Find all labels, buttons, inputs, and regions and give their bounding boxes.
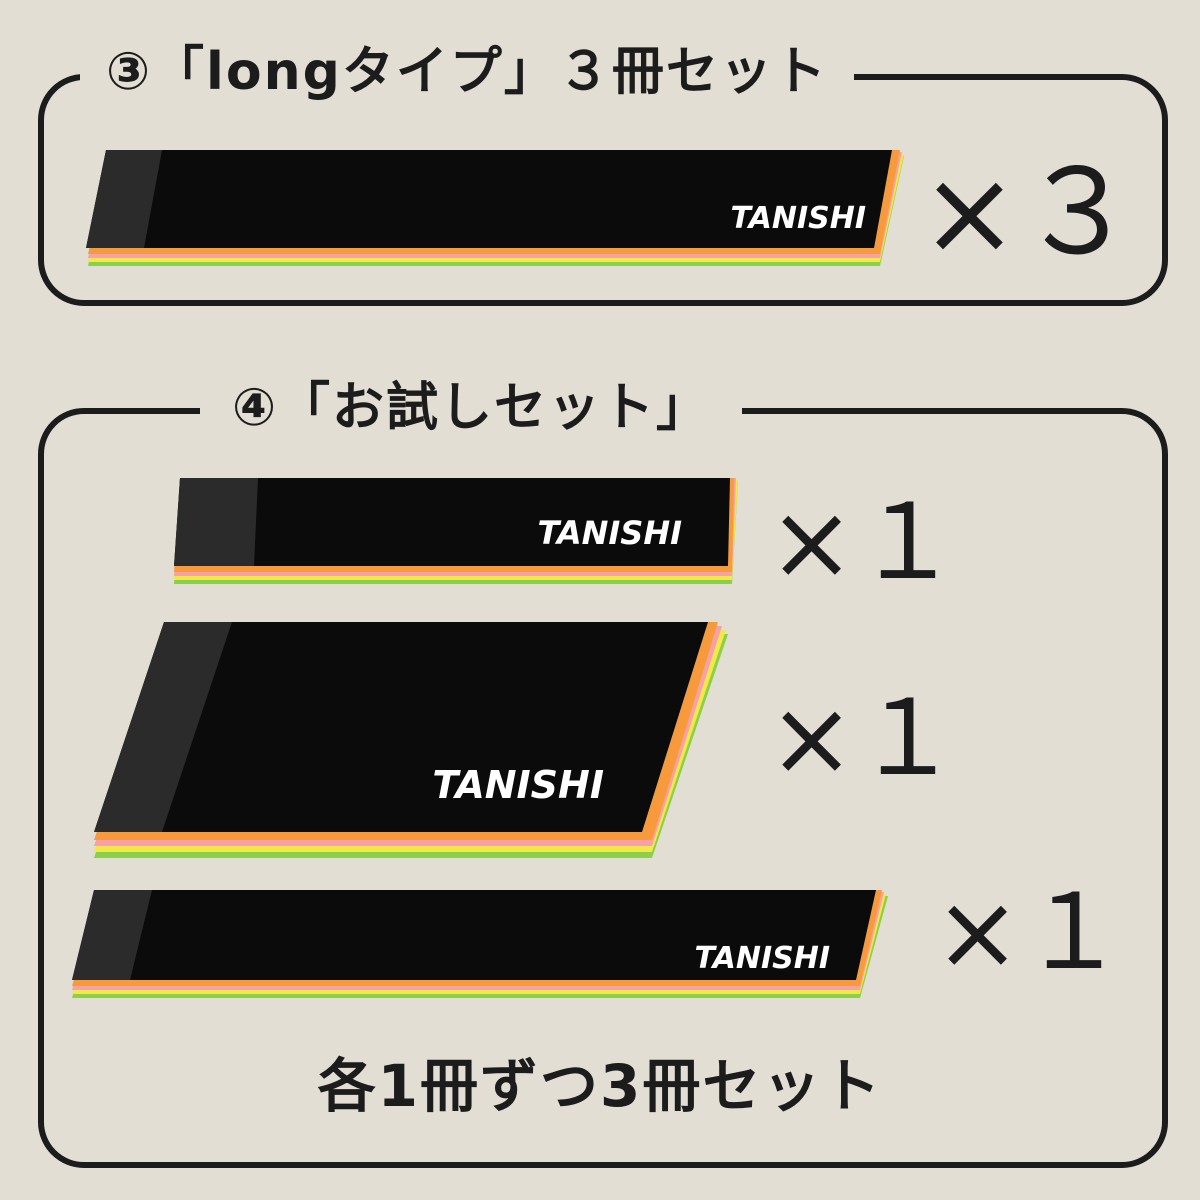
trial-set-note: 各1冊ずつ3冊セット [317,1052,883,1120]
trial-item-1-multiplier: ×１ [768,481,960,603]
trial-pad-small-brand: TANISHI [537,514,682,552]
long-set-multiplier: ×３ [920,143,1137,281]
trial-pad-wide-brand: TANISHI [432,763,604,807]
long-pad-brand: TANISHI [731,201,867,236]
trial-pad-long: TANISHI [70,890,890,1002]
trial-item-2-multiplier: ×１ [768,677,960,799]
long-set-title: ③「longタイプ」３冊セット [80,38,854,106]
trial-pad-wide: TANISHI [92,622,732,862]
trial-set-title: ④「お試しセット」 [200,374,743,442]
trial-pad-small: TANISHI [172,478,742,588]
trial-item-3-multiplier: ×１ [934,871,1126,993]
long-pad-image: TANISHI [84,150,904,272]
trial-pad-long-brand: TANISHI [695,941,831,976]
